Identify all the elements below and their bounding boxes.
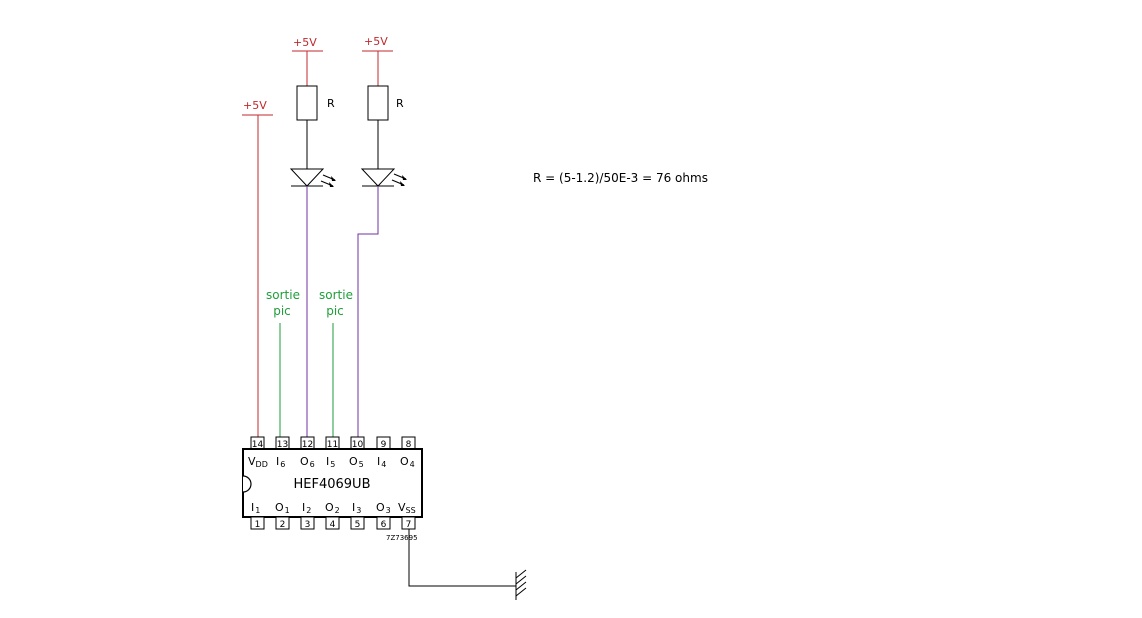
resistor-1: R <box>296 85 335 121</box>
pic-input-left-line1: sortie <box>266 288 300 302</box>
ic-pin-10: 10 <box>352 440 364 450</box>
ic-pin-name-i5: I5 <box>326 455 335 469</box>
pic-input-left: sortie pic <box>266 288 300 437</box>
ic-pin-3: 3 <box>305 520 311 530</box>
ic-title: HEF4069UB <box>294 477 371 492</box>
ic-pin-5: 5 <box>355 520 361 530</box>
resistor-2: R <box>367 85 404 121</box>
ic-pin-name-i4: I4 <box>377 455 386 469</box>
ic-pin-9: 9 <box>381 440 387 450</box>
supply-rail-vdd: +5V <box>242 99 273 437</box>
ic-body <box>242 448 423 518</box>
pic-input-right-line2: pic <box>326 304 344 318</box>
ic-pin-11: 11 <box>327 440 338 450</box>
led-2-symbol <box>360 168 407 187</box>
pic-input-right-line1: sortie <box>319 288 353 302</box>
ic-top-pin-names: VDD I6 O6 I5 O5 I4 O4 <box>248 455 415 469</box>
ic-reference-code: 7Z73695 <box>386 534 418 542</box>
supply-rail-led1: +5V <box>292 36 323 86</box>
ic-pin-name-vss: VSS <box>398 501 416 515</box>
ic-pin-name-i1: I1 <box>251 501 260 515</box>
ic-pin-name-o1: O1 <box>275 501 290 515</box>
resistor-2-label: R <box>396 97 404 110</box>
resistor-1-label: R <box>327 97 335 110</box>
supply-label-led1: +5V <box>293 36 317 49</box>
ic-pin-13: 13 <box>277 440 288 450</box>
ic-pin-8: 8 <box>406 440 412 450</box>
supply-rail-led2: +5V <box>362 35 393 86</box>
ic-top-pins: 14 13 12 11 10 9 8 <box>250 436 416 450</box>
pic-input-right: sortie pic <box>319 288 353 437</box>
led-1-symbol <box>289 168 336 187</box>
ic-bottom-pins: 1 2 3 4 5 6 7 <box>250 516 416 530</box>
ic-pin-12: 12 <box>302 440 313 450</box>
ic-hef4069ub: 14 13 12 11 10 9 8 VDD I6 O6 I5 O5 I4 O4… <box>242 436 423 542</box>
supply-label-vdd: +5V <box>243 99 267 112</box>
supply-label-led2: +5V <box>364 35 388 48</box>
ic-pin-name-vdd: VDD <box>248 455 268 469</box>
ic-pin-1: 1 <box>255 520 261 530</box>
ic-pin-name-o3: O3 <box>376 501 391 515</box>
ic-pin-name-o5: O5 <box>349 455 364 469</box>
ic-notch <box>242 475 252 493</box>
ic-pin-2: 2 <box>280 520 286 530</box>
ic-pin-name-i2: I2 <box>302 501 311 515</box>
ic-pin-4: 4 <box>330 520 336 530</box>
ic-pin-7: 7 <box>406 520 412 530</box>
ic-pin-14: 14 <box>252 440 264 450</box>
ic-pin-name-o2: O2 <box>325 501 340 515</box>
ic-pin-name-i3: I3 <box>352 501 361 515</box>
ic-bottom-pin-names: I1 O1 I2 O2 I3 O3 VSS <box>251 501 416 515</box>
ic-pin-name-o6: O6 <box>300 455 315 469</box>
ic-pin-6: 6 <box>381 520 387 530</box>
ground-symbol <box>515 569 527 600</box>
ic-pin-name-i6: I6 <box>276 455 285 469</box>
resistor-formula: R = (5-1.2)/50E-3 = 76 ohms <box>533 171 708 185</box>
ic-pin-name-o4: O4 <box>400 455 415 469</box>
ground-wire <box>408 529 516 587</box>
pic-input-left-line2: pic <box>273 304 291 318</box>
